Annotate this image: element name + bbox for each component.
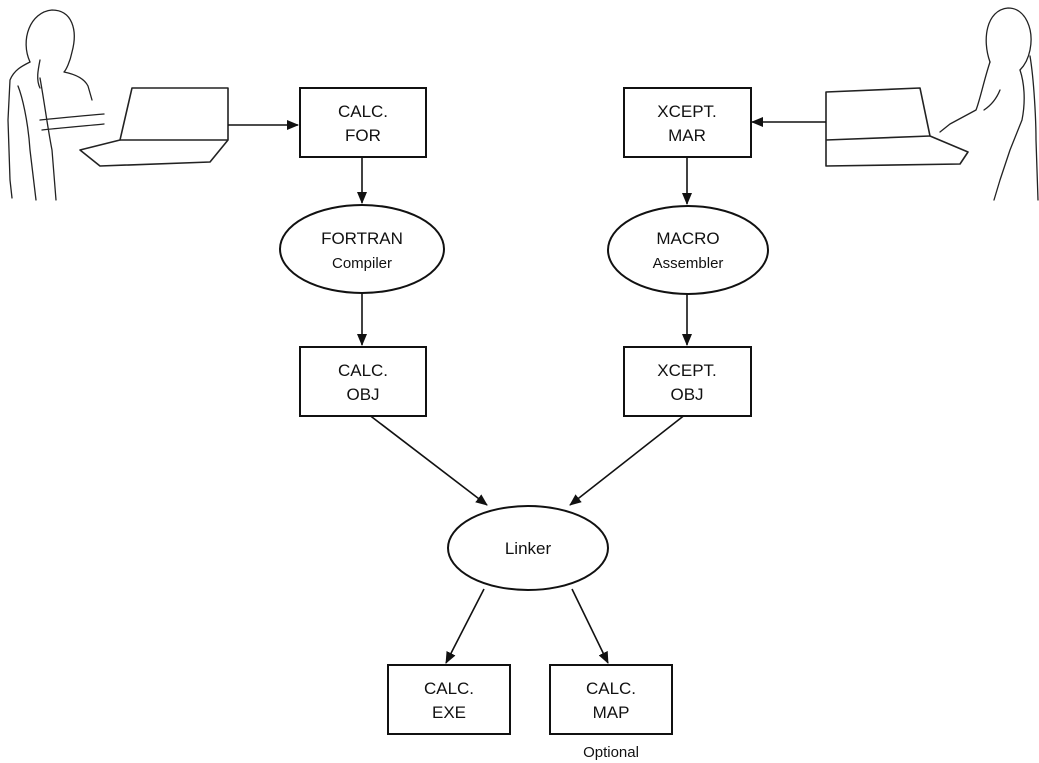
- xcept-mar-node: XCEPT. MAR: [623, 87, 752, 158]
- calc-for-node: CALC. FOR: [299, 87, 427, 158]
- calc-exe-line2: EXE: [432, 703, 466, 722]
- macro-line1: MACRO: [656, 229, 719, 248]
- left-terminal-icon: [79, 87, 229, 167]
- fortran-line1: FORTRAN: [321, 229, 403, 248]
- calc-obj-line1: CALC.: [338, 361, 388, 380]
- linker-node: Linker: [447, 505, 609, 591]
- xcept-mar-line1: XCEPT.: [657, 102, 717, 121]
- calc-obj-node: CALC. OBJ: [299, 346, 427, 417]
- optional-annotation: Optional: [583, 744, 639, 761]
- linker-label: Linker: [505, 539, 552, 558]
- right-terminal-icon: [825, 87, 969, 167]
- edge-xcept-obj-to-linker: [569, 413, 687, 506]
- calc-exe-line1: CALC.: [424, 679, 474, 698]
- macro-line2: Assembler: [653, 255, 724, 272]
- xcept-obj-line2: OBJ: [670, 385, 703, 404]
- edge-calc-obj-to-linker: [367, 413, 488, 506]
- calc-exe-node: CALC. EXE: [387, 664, 511, 735]
- calc-for-line1: CALC.: [338, 102, 388, 121]
- edge-linker-to-calc-map: [571, 588, 609, 664]
- edge-linker-to-calc-exe: [445, 588, 485, 664]
- calc-obj-line2: OBJ: [346, 385, 379, 404]
- calc-map-node: CALC. MAP: [549, 664, 673, 735]
- xcept-mar-line2: MAR: [668, 126, 706, 145]
- calc-map-line1: CALC.: [586, 679, 636, 698]
- macro-assembler-node: MACRO Assembler: [607, 205, 769, 295]
- right-programmer-figure: [939, 7, 1039, 201]
- xcept-obj-node: XCEPT. OBJ: [623, 346, 752, 417]
- xcept-obj-line1: XCEPT.: [657, 361, 717, 380]
- calc-for-line2: FOR: [345, 126, 381, 145]
- left-programmer-figure: [7, 9, 105, 201]
- fortran-compiler-node: FORTRAN Compiler: [279, 204, 445, 294]
- calc-map-line2: MAP: [593, 703, 630, 722]
- fortran-line2: Compiler: [332, 255, 392, 272]
